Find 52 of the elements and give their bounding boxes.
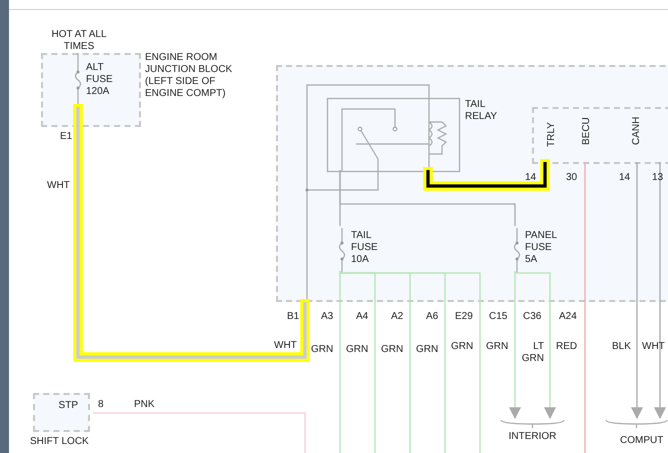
pin-number: A2: [391, 311, 404, 323]
pin-number: 30: [566, 172, 578, 184]
supply-note: HOT AT ALL TIMES: [50, 29, 108, 53]
block-label: ENGINE ROOM JUNCTION BLOCK (LEFT SIDE OF ENGINE COMPT): [145, 52, 234, 100]
wire-color: GRN: [486, 341, 508, 353]
highlighted-wire: [76, 107, 307, 359]
wire-color: GRN: [311, 344, 334, 356]
wire: [339, 270, 481, 453]
wire: [93, 412, 306, 453]
wire-arrow: [509, 271, 521, 420]
pin-number: B1: [287, 311, 300, 323]
fuse-label: ALT FUSE 120A: [86, 62, 114, 98]
wire-color: PNK: [134, 399, 155, 411]
wire-color: GRN: [416, 344, 438, 356]
wire-color: GRN: [381, 344, 404, 356]
wire-color: WHT: [47, 180, 70, 192]
pin-number: 14: [525, 172, 536, 184]
wire-color: WHT: [274, 340, 297, 352]
destination-label: COMPUT: [620, 435, 664, 447]
highlighted-wire: [426, 162, 547, 188]
pin-number: 14: [619, 172, 630, 184]
wire-color: LT GRN: [520, 341, 544, 365]
wire-color: GRN: [451, 341, 474, 353]
pin-number: C15: [489, 311, 508, 323]
wire-arrow: [514, 271, 556, 420]
pin-label: STP: [58, 400, 78, 412]
wire-color: RED: [556, 341, 578, 353]
pin-number: A4: [356, 311, 368, 323]
wire: [339, 271, 341, 453]
pin-label: TRLY: [546, 123, 558, 147]
pin-number: A6: [426, 311, 438, 323]
pin-number: C36: [523, 311, 542, 323]
wire-color: BLK: [612, 341, 631, 353]
relay-label: TAIL RELAY: [465, 99, 498, 123]
junction-block-outline: [276, 65, 668, 302]
fuse-label: PANEL FUSE 5A: [525, 230, 558, 266]
ecu-outline: [532, 107, 668, 164]
pin-number: A24: [559, 311, 577, 323]
fuse-label: TAIL FUSE 10A: [351, 230, 379, 266]
wire-arrow: [631, 162, 643, 420]
ecu-label: SHIFT LOCK: [30, 436, 90, 448]
wire: [584, 162, 586, 453]
pin-number: 8: [98, 399, 104, 411]
destination-label: INTERIOR: [508, 431, 558, 443]
pin-number: E1: [60, 131, 72, 143]
pin-number: E29: [455, 311, 473, 323]
wire-color: GRN: [346, 344, 368, 356]
wire-arrow: [654, 162, 666, 420]
pin-number: 13: [652, 172, 664, 184]
wire: [339, 170, 516, 226]
wire-color: WHT: [642, 341, 665, 353]
pin-number: A3: [321, 311, 334, 323]
